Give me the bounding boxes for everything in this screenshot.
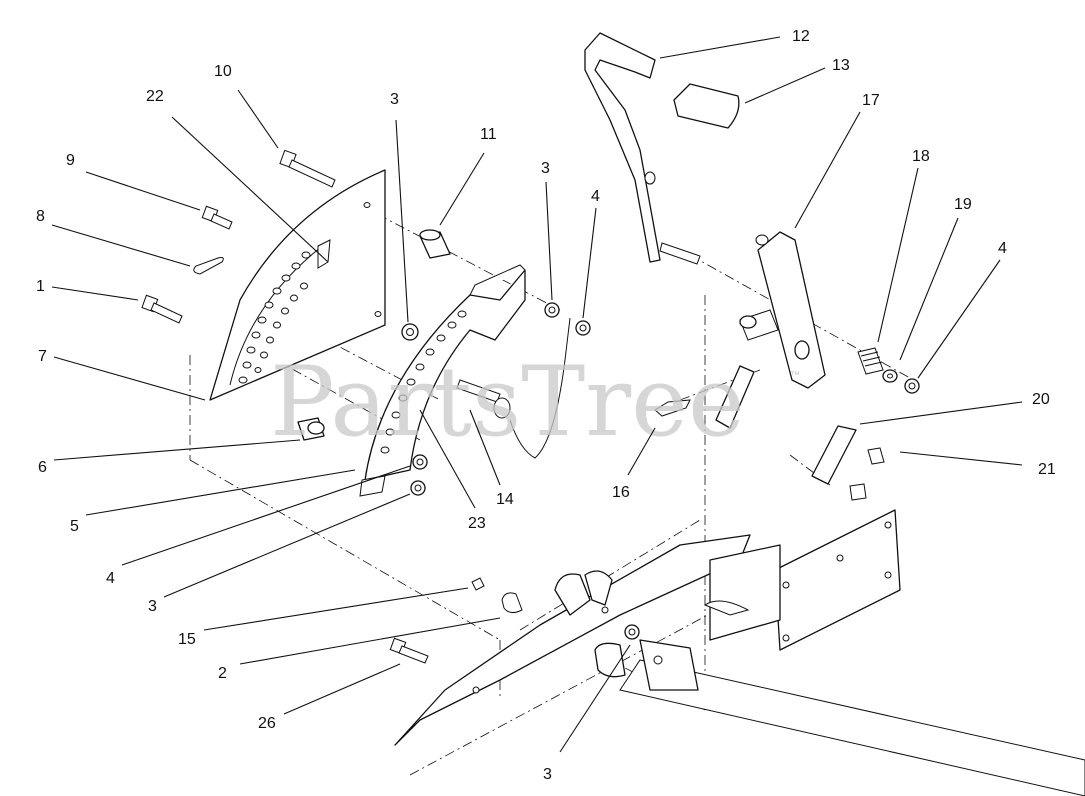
callout-3-top: 3	[390, 91, 399, 108]
lock-nut-3d	[624, 624, 640, 640]
callout-13: 13	[832, 57, 850, 74]
pedal-pad-13	[673, 83, 740, 129]
callout-22: 22	[146, 88, 164, 105]
hair-pin-clip-8	[193, 257, 224, 275]
washer-19	[882, 369, 898, 383]
callout-7: 7	[38, 348, 47, 365]
link-16-and-clip	[654, 365, 755, 429]
svg-text:™: ™	[790, 370, 800, 381]
callout-17: 17	[862, 92, 880, 109]
callout-10: 10	[214, 63, 232, 80]
bolt-1	[141, 294, 183, 324]
lock-nut-3a	[401, 323, 419, 341]
callout-3-left: 3	[148, 598, 157, 615]
callout-8: 8	[36, 208, 45, 225]
callout-6: 6	[38, 459, 47, 476]
frame-assembly	[394, 509, 1085, 796]
bolt-10	[279, 149, 336, 188]
callout-18: 18	[912, 148, 930, 165]
callout-3-bottom: 3	[543, 766, 552, 783]
lock-nut-4c	[412, 454, 428, 470]
callout-20: 20	[1032, 391, 1050, 408]
pin-14	[456, 317, 571, 459]
link-arm-17	[739, 231, 826, 389]
callout-12: 12	[792, 28, 810, 45]
adjustment-lever-23	[359, 264, 526, 497]
callout-1: 1	[36, 278, 45, 295]
callout-5: 5	[70, 518, 79, 535]
lock-nut-4b	[575, 320, 591, 336]
clip-15	[471, 577, 485, 591]
callout-leaders	[51, 36, 1023, 753]
callout-19: 19	[954, 196, 972, 213]
spacer-11	[419, 229, 451, 259]
callout-26: 26	[258, 715, 276, 732]
lever-holes	[380, 310, 467, 454]
callout-11: 11	[480, 126, 497, 143]
spring-18	[857, 347, 884, 375]
callout-16: 16	[612, 484, 630, 501]
callout-23: 23	[468, 515, 486, 532]
callout-2: 2	[218, 665, 227, 682]
callout-14: 14	[496, 491, 514, 508]
lock-nut-3b	[544, 302, 560, 318]
link-plate-20	[811, 425, 857, 485]
bolt-26	[389, 637, 429, 664]
frame-plate-holes	[782, 521, 892, 642]
callout-9: 9	[66, 152, 75, 169]
callout-labels: 12 13 17 18 19 4 20 21 10 22 3 11 3 4 9 …	[36, 28, 1056, 783]
bolt-9	[201, 205, 233, 230]
callout-15: 15	[178, 631, 196, 648]
parts-tree-watermark: PartsTree ™	[270, 346, 800, 458]
callout-4-left: 4	[106, 570, 115, 587]
callout-4-mid: 4	[591, 188, 600, 205]
lock-nut-3c	[410, 480, 426, 496]
brake-pedal-12	[584, 32, 701, 265]
callout-21: 21	[1038, 461, 1056, 478]
svg-text:PartsTree: PartsTree	[270, 346, 745, 458]
spacer-6	[297, 417, 325, 441]
clevis-bolt-21	[849, 447, 885, 501]
lock-nut-4a	[904, 378, 920, 394]
quadrant-plate-holes	[238, 202, 382, 384]
quadrant-plate	[209, 169, 386, 401]
callout-3-mid: 3	[541, 160, 550, 177]
clip-2	[501, 592, 523, 614]
callout-4-right: 4	[998, 240, 1007, 257]
